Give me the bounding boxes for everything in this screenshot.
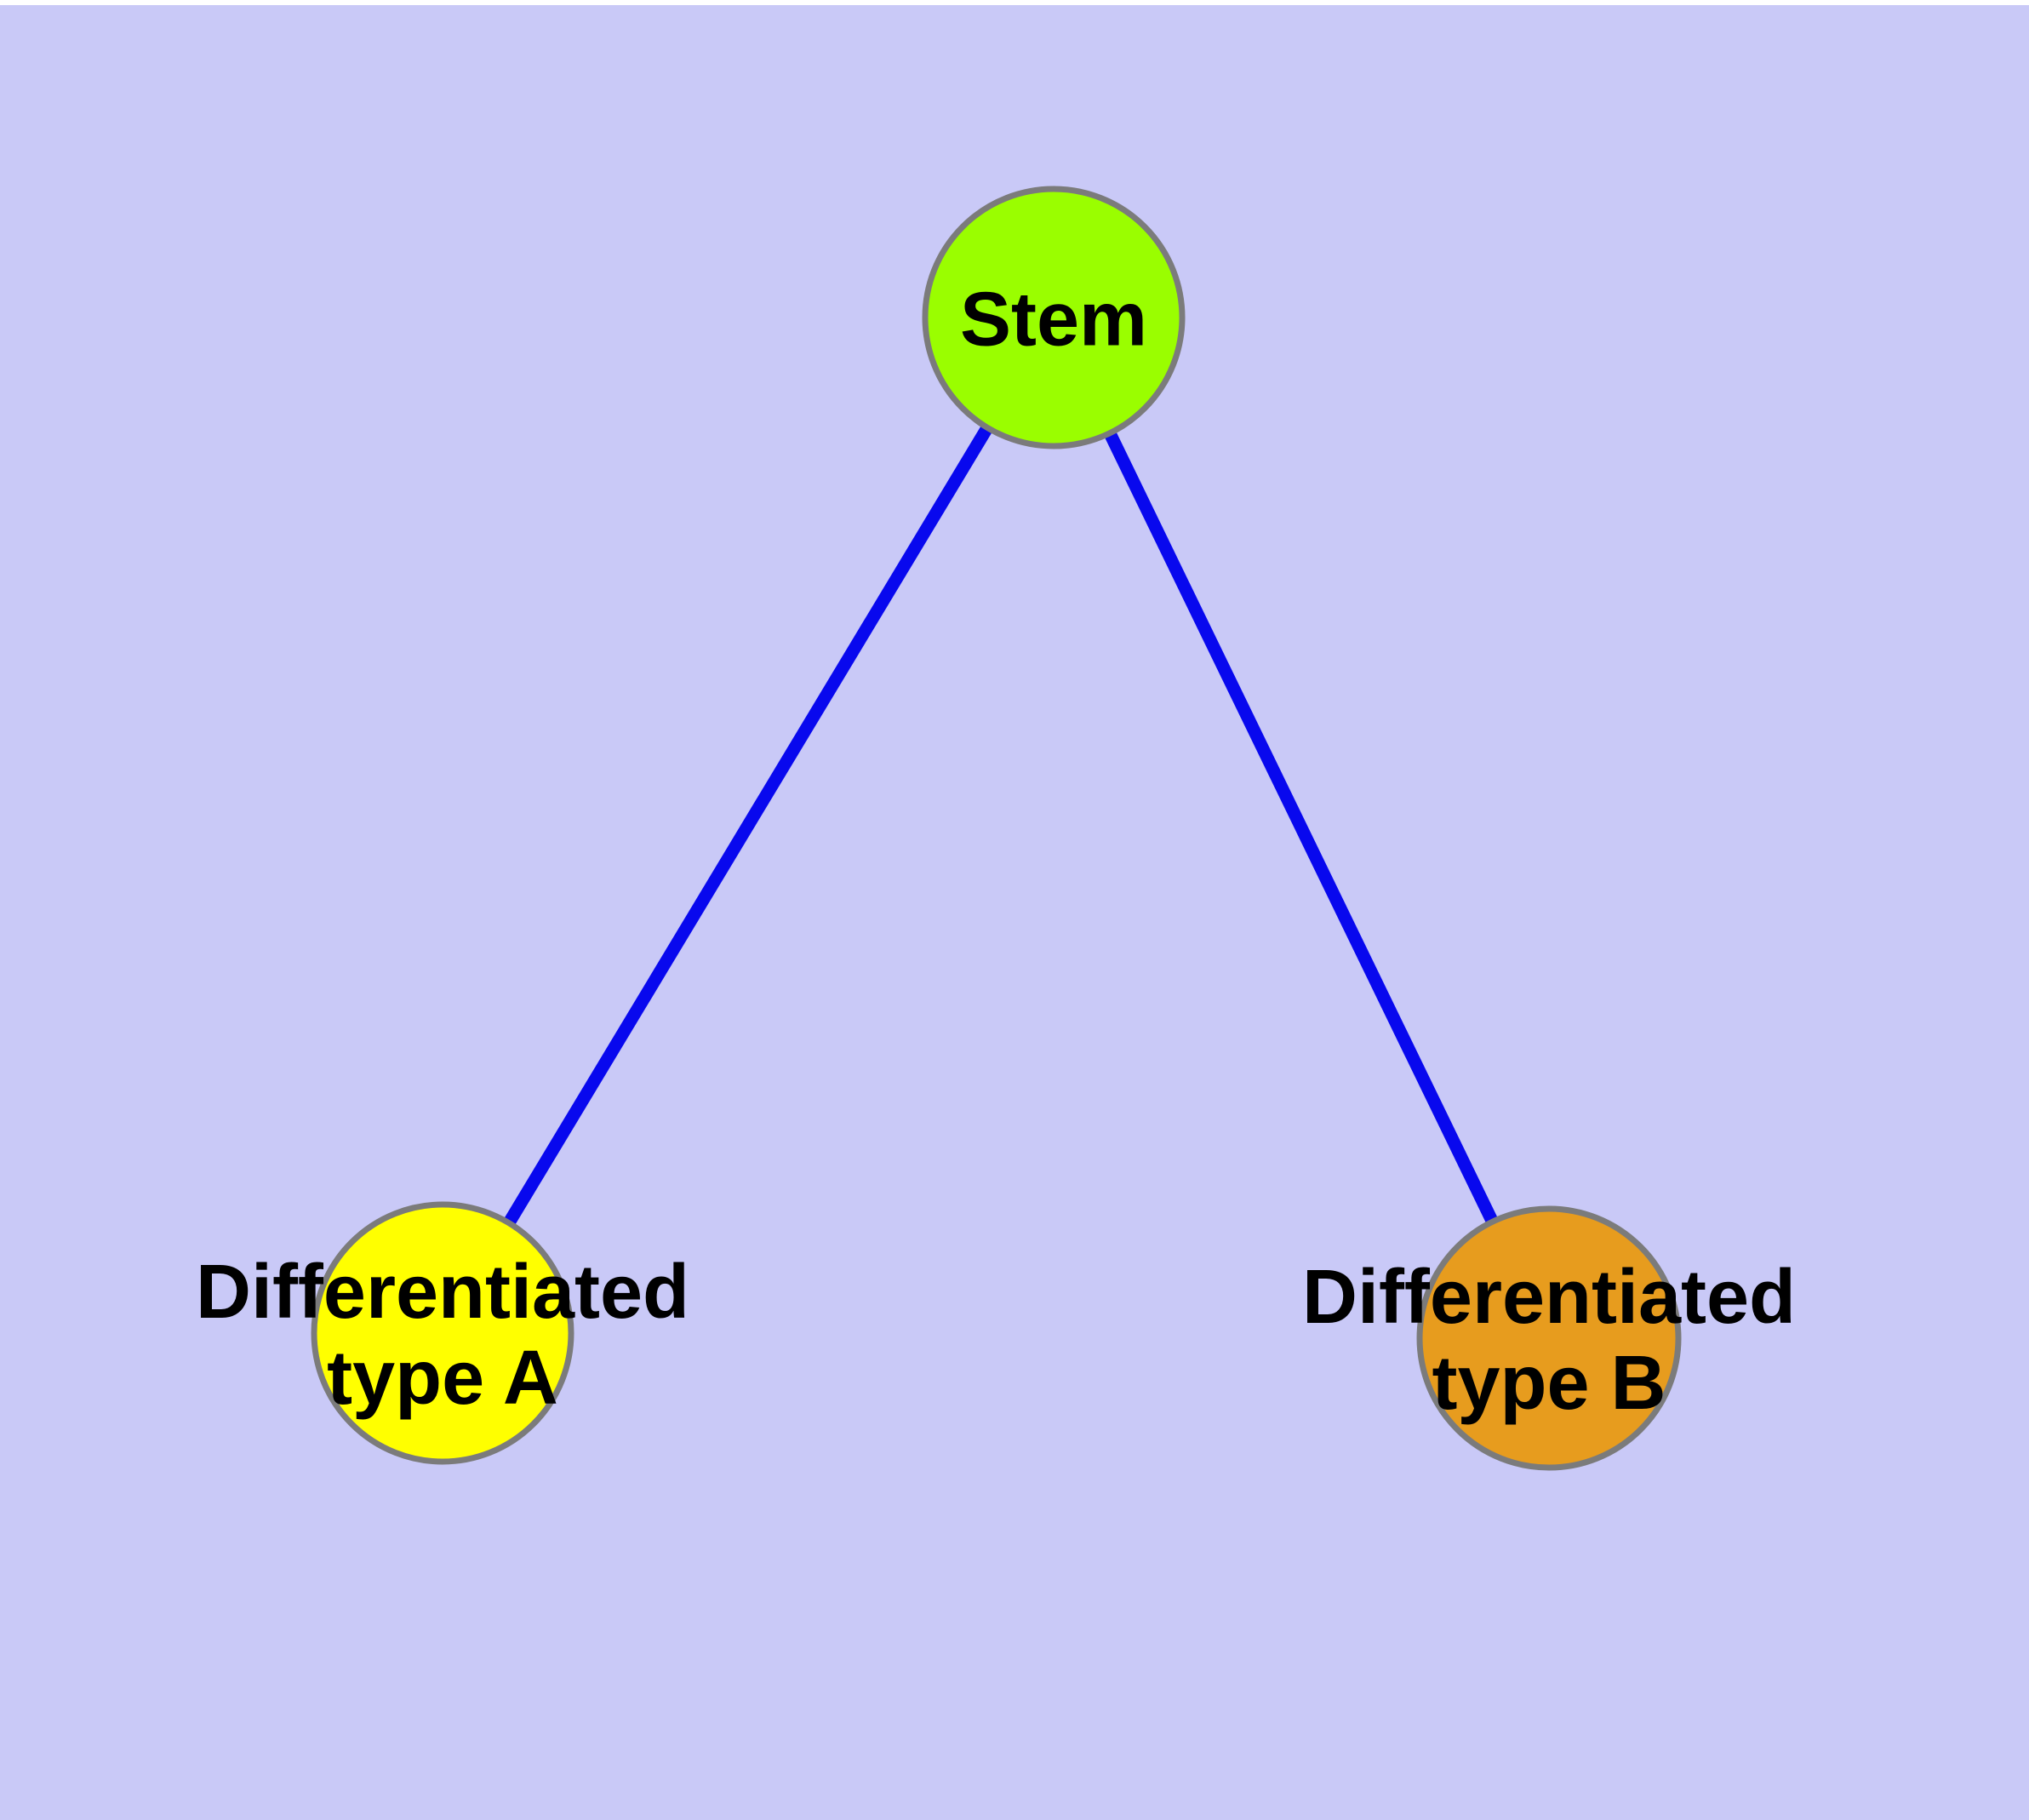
edge-stem-to-diff-type-b bbox=[1048, 314, 1555, 1342]
node-circle-stem bbox=[922, 186, 1186, 449]
node-circle-diff-type-b bbox=[1416, 1205, 1682, 1471]
node-label-stem: Stem bbox=[960, 277, 1147, 362]
edge-stem-to-diff-type-a bbox=[437, 314, 1060, 1336]
top-margin-strip bbox=[0, 0, 2029, 5]
node-stem: Stem bbox=[922, 186, 1186, 449]
node-circle-diff-type-a bbox=[311, 1201, 574, 1465]
